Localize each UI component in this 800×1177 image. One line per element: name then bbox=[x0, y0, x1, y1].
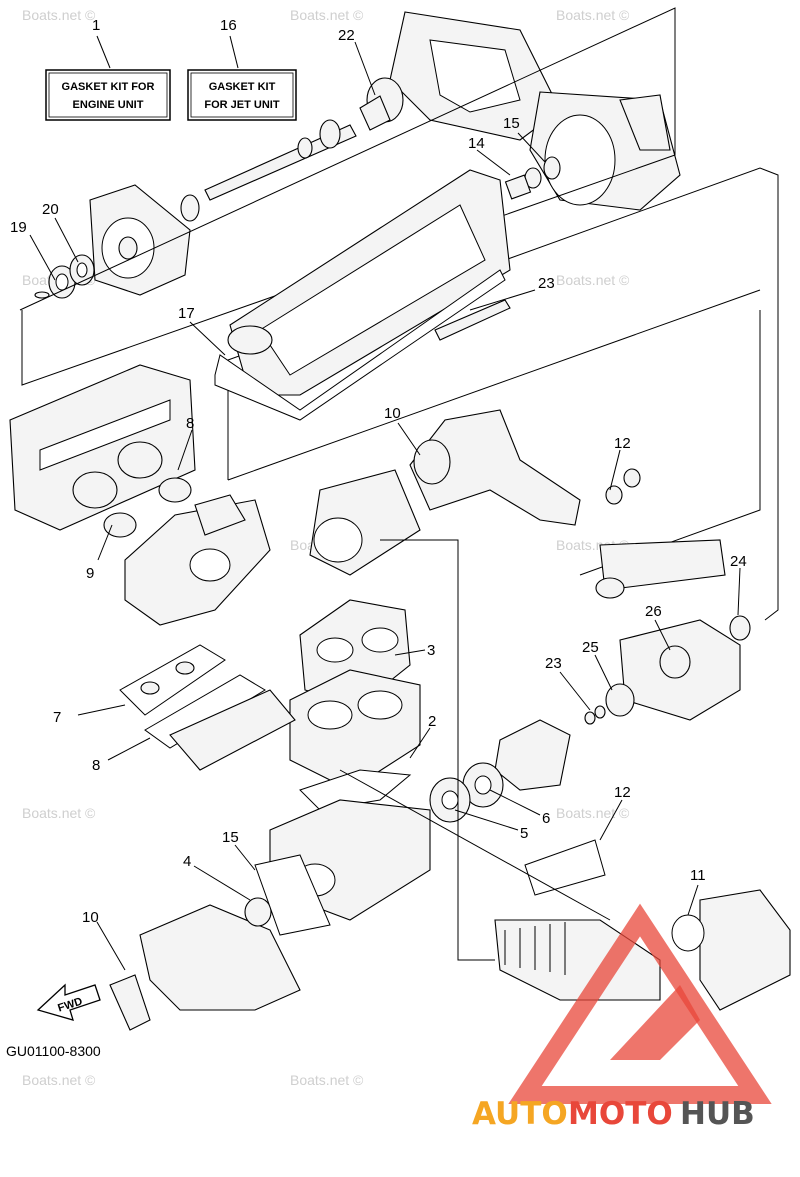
callout-number: 10 bbox=[82, 909, 99, 926]
callout-number: 9 bbox=[86, 565, 94, 582]
callout-number: 17 bbox=[178, 305, 195, 322]
watermark-text: Boats.net © bbox=[556, 805, 630, 821]
gasket-kit-engine-box: 1 GASKET KIT FOR ENGINE UNIT bbox=[45, 17, 171, 121]
callout-number: 20 bbox=[42, 201, 59, 218]
pump-housing-right bbox=[429, 615, 751, 823]
callout-number: 4 bbox=[183, 853, 191, 870]
callout-number: 26 bbox=[645, 603, 662, 620]
callout-number: 10 bbox=[384, 405, 401, 422]
callout-number: 14 bbox=[468, 135, 485, 152]
callout-number: 5 bbox=[520, 825, 528, 842]
callout-number: 12 bbox=[614, 784, 631, 801]
diagram-code: GU01100-8300 bbox=[6, 1043, 101, 1059]
callout-number: 8 bbox=[186, 415, 194, 432]
hull-section bbox=[214, 169, 511, 421]
watermark-text: Boats.net © bbox=[556, 7, 630, 23]
callout-number: 22 bbox=[338, 27, 355, 44]
callout-number: 2 bbox=[428, 713, 436, 730]
watermark-text: Boats.net © bbox=[290, 7, 364, 23]
logo-text-hub: HUB bbox=[680, 1096, 755, 1132]
gasket-kit-jet-box: 16 GASKET KIT FOR JET UNIT bbox=[187, 17, 297, 121]
callout-number: 7 bbox=[53, 709, 61, 726]
callout-number: 3 bbox=[427, 642, 435, 659]
callout-number: 15 bbox=[503, 115, 520, 132]
callout-number: 11 bbox=[690, 867, 706, 884]
callout-number: 6 bbox=[542, 810, 550, 827]
watermark-text: Boats.net © bbox=[556, 272, 630, 288]
callout-number: 1 bbox=[92, 17, 100, 34]
callout-number: 24 bbox=[730, 553, 747, 570]
callout-number: 23 bbox=[538, 275, 555, 292]
callout-number: 19 bbox=[10, 219, 27, 236]
kit-label-line: ENGINE UNIT bbox=[73, 99, 144, 111]
logo-text-moto: MOTO bbox=[568, 1096, 673, 1132]
watermark-text: Boats.net © bbox=[290, 1072, 364, 1088]
watermark-text: Boats.net © bbox=[22, 805, 96, 821]
callout-number: 8 bbox=[92, 757, 100, 774]
kit-label-line: GASKET KIT bbox=[209, 81, 276, 93]
exhaust-assembly bbox=[309, 409, 726, 599]
air-box bbox=[9, 364, 196, 538]
forward-arrow-icon: FWD bbox=[36, 983, 101, 1021]
carburetor-assembly bbox=[124, 494, 271, 626]
crankcase-lower bbox=[109, 854, 331, 1031]
callout-numbers: 22 14 15 19 20 23 17 8 9 10 12 24 26 25 … bbox=[10, 27, 747, 926]
automotohub-logo: AUTO MOTO HUB bbox=[472, 903, 772, 1132]
leader-lines bbox=[29, 41, 741, 971]
jet-pump-assembly bbox=[359, 11, 681, 211]
watermark-text: Boats.net © bbox=[22, 7, 96, 23]
callout-number: 16 bbox=[220, 17, 237, 34]
callout-number: 23 bbox=[545, 655, 562, 672]
kit-label-line: FOR JET UNIT bbox=[204, 99, 279, 111]
logo-text-auto: AUTO bbox=[472, 1096, 568, 1132]
drive-shaft bbox=[180, 119, 357, 222]
kit-label-line: GASKET KIT FOR bbox=[62, 81, 155, 93]
callout-number: 15 bbox=[222, 829, 239, 846]
watermark-text: Boats.net © bbox=[22, 1072, 96, 1088]
callout-number: 12 bbox=[614, 435, 631, 452]
callout-number: 25 bbox=[582, 639, 599, 656]
intake-manifold-gaskets bbox=[119, 644, 296, 771]
